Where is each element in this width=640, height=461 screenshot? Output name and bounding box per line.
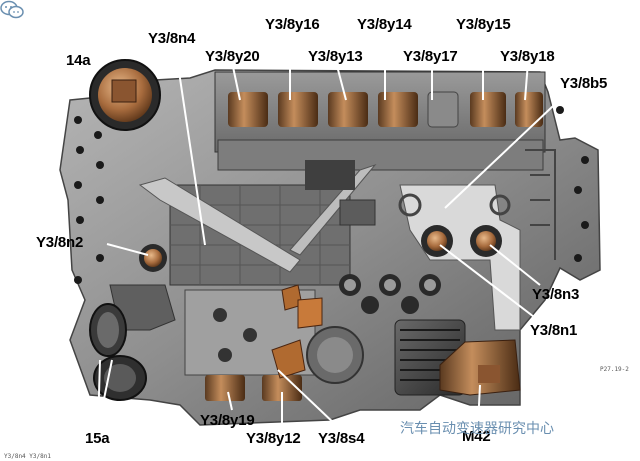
- label-m42: M42: [462, 428, 491, 445]
- lower-solenoids: [205, 375, 302, 401]
- label-y3-8b5: Y3/8b5: [560, 75, 608, 92]
- label-y3-8n2: Y3/8n2: [36, 234, 84, 251]
- upper-solenoids: [228, 91, 543, 128]
- label-y3-8n4: Y3/8n4: [148, 30, 196, 47]
- watermark-text: 汽车自动变速器研究中心: [400, 421, 554, 437]
- label-15a: 15a: [85, 430, 110, 447]
- sensor-y3-8n2: [139, 244, 167, 272]
- speed-sensor-bracket: [399, 184, 521, 331]
- footer-left: Y3/8n4 Y3/8n1: [4, 453, 51, 460]
- label-y3-8s4: Y3/8s4: [318, 430, 365, 447]
- label-y3-8n1: Y3/8n1: [530, 322, 578, 339]
- connector-14a: [89, 59, 161, 131]
- label-y3-8y20: Y3/8y20: [205, 48, 260, 65]
- wechat-icon: [0, 0, 24, 19]
- conductor-rail: [138, 177, 301, 273]
- footer-right: P27.19-2: [600, 366, 629, 373]
- label-14a: 14a: [66, 52, 91, 69]
- label-y3-8y16: Y3/8y16: [265, 16, 320, 33]
- label-y3-8y19: Y3/8y19: [200, 412, 255, 429]
- connector-15a: [89, 303, 147, 401]
- mounting-holes: [74, 106, 589, 284]
- label-y3-8y17: Y3/8y17: [403, 48, 458, 65]
- label-y3-8n3: Y3/8n3: [532, 286, 580, 303]
- sensor-y3-8n3: [470, 225, 502, 257]
- label-y3-8y15: Y3/8y15: [456, 16, 511, 33]
- motor-m42: [394, 319, 521, 396]
- leader-lines: [97, 32, 571, 429]
- label-y3-8y18: Y3/8y18: [500, 48, 555, 65]
- label-y3-8y13: Y3/8y13: [308, 48, 363, 65]
- label-y3-8y14: Y3/8y14: [357, 16, 412, 33]
- label-y3-8y12: Y3/8y12: [246, 430, 301, 447]
- switch-y3-8s4: [271, 284, 323, 379]
